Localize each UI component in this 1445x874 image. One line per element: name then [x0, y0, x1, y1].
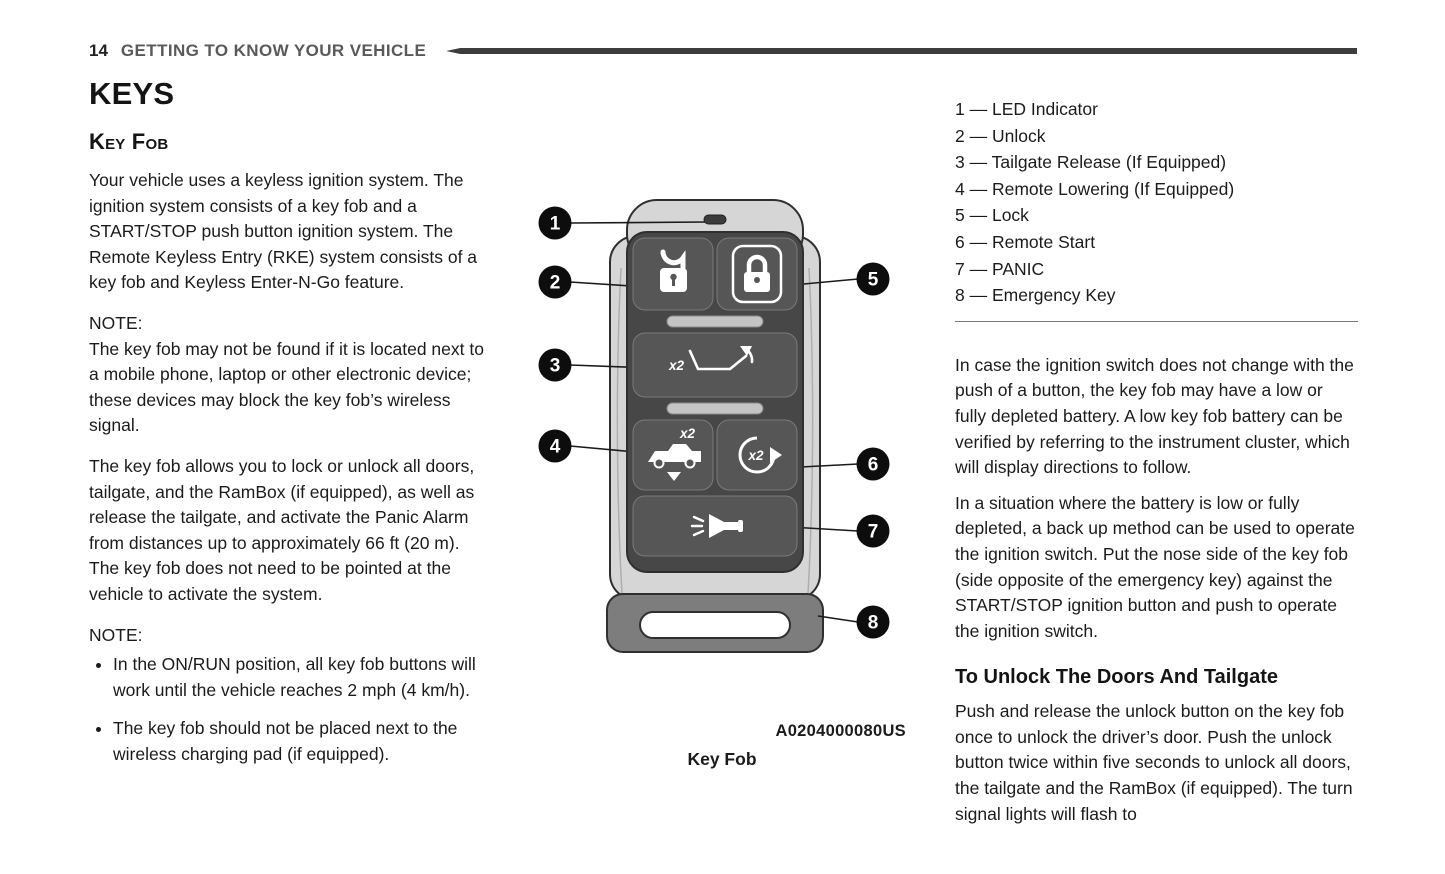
callout-4: 4: [538, 429, 572, 463]
left-column: KEYS Key Fob Your vehicle uses a keyless…: [89, 76, 493, 782]
note-bullet: The key fob should not be placed next to…: [113, 716, 493, 767]
page-header: 14 GETTING TO KNOW YOUR VEHICLE: [89, 41, 1357, 61]
figure-callouts: 1 2 3 4 5 6 7 8: [538, 206, 890, 639]
tailgate-release-icon: x2: [668, 346, 754, 373]
svg-text:7: 7: [868, 522, 879, 543]
figure-code: A0204000080US: [775, 722, 906, 740]
intro-paragraph: Your vehicle uses a keyless ignition sys…: [89, 170, 478, 293]
keyfob-paragraph: The key fob allows you to lock or unlock…: [89, 455, 475, 604]
legend-item: 3 — Tailgate Release (If Equipped): [955, 152, 1227, 173]
led-indicator: [703, 214, 727, 225]
svg-text:3: 3: [550, 356, 561, 377]
callout-1: 1: [538, 206, 572, 240]
note-text: The key fob may not be found if it is lo…: [89, 338, 484, 436]
separator-bar: [666, 402, 764, 415]
legend-item: 2 — Unlock: [955, 125, 1046, 146]
callout-leader-lines: [569, 221, 859, 623]
svg-text:x2: x2: [747, 448, 764, 463]
svg-text:1: 1: [550, 214, 561, 235]
note-bullet: In the ON/RUN position, all key fob butt…: [113, 652, 493, 703]
callout-legend: 1 — LED Indicator 2 — Unlock 3 — Tailgat…: [955, 96, 1358, 309]
key-fob-illustration: x2 x2: [538, 199, 890, 653]
callout-3: 3: [538, 348, 572, 382]
battery-paragraph-2: In a situation where the battery is low …: [955, 492, 1355, 641]
header-rule: [446, 48, 1357, 54]
svg-text:5: 5: [868, 270, 879, 291]
remote-start-button: [716, 419, 798, 491]
lock-icon: [731, 244, 783, 304]
figure-caption: Key Fob: [687, 749, 757, 769]
legend-item: 8 — Emergency Key: [955, 285, 1116, 306]
callout-2: 2: [538, 265, 572, 299]
page-title: KEYS: [89, 76, 175, 111]
legend-item: 4 — Remote Lowering (If Equipped): [955, 178, 1235, 199]
remote-lowering-icon: x2: [648, 426, 701, 481]
unlock-doors-paragraph: Push and release the unlock button on th…: [955, 701, 1353, 824]
legend-item: 5 — Lock: [955, 205, 1029, 226]
note-block-1: NOTE: The key fob may not be found if it…: [89, 311, 493, 439]
keyfob-subtitle: Key Fob: [89, 129, 169, 154]
unlock-doors-heading: To Unlock The Doors And Tailgate: [955, 666, 1278, 689]
callout-6: 6: [856, 447, 890, 481]
legend-item: 1 — LED Indicator: [955, 99, 1098, 119]
tailgate-release-button: [632, 332, 798, 398]
callout-5: 5: [856, 262, 890, 296]
callout-8: 8: [856, 605, 890, 639]
note-block-2: NOTE: In the ON/RUN position, all key fo…: [89, 623, 493, 768]
fob-button-panel: x2 x2: [626, 214, 804, 573]
svg-text:x2: x2: [668, 358, 685, 373]
svg-text:x2: x2: [679, 426, 696, 441]
svg-text:4: 4: [550, 437, 561, 458]
unlock-icon: [660, 249, 687, 292]
panic-horn-icon: [690, 514, 743, 538]
svg-text:6: 6: [868, 455, 879, 476]
section-header: GETTING TO KNOW YOUR VEHICLE: [120, 41, 427, 60]
note-label: NOTE:: [89, 312, 143, 333]
separator-bar: [666, 315, 764, 328]
key-fob-figure: x2 x2: [532, 196, 912, 770]
callout-7: 7: [856, 514, 890, 548]
svg-text:2: 2: [550, 273, 561, 294]
page-number: 14: [89, 41, 108, 60]
legend-item: 6 — Remote Start: [955, 231, 1096, 252]
battery-paragraph-1: In case the ignition switch does not cha…: [955, 354, 1354, 478]
remote-start-icon: x2: [738, 436, 782, 474]
legend-divider: [955, 320, 1358, 322]
note-label: NOTE:: [89, 624, 143, 645]
svg-text:8: 8: [868, 613, 879, 634]
key-ring-slot: [639, 611, 791, 639]
legend-item: 7 — PANIC: [955, 258, 1045, 279]
note-bullet-list: In the ON/RUN position, all key fob butt…: [89, 652, 493, 767]
right-column: 1 — LED Indicator 2 — Unlock 3 — Tailgat…: [955, 96, 1358, 837]
